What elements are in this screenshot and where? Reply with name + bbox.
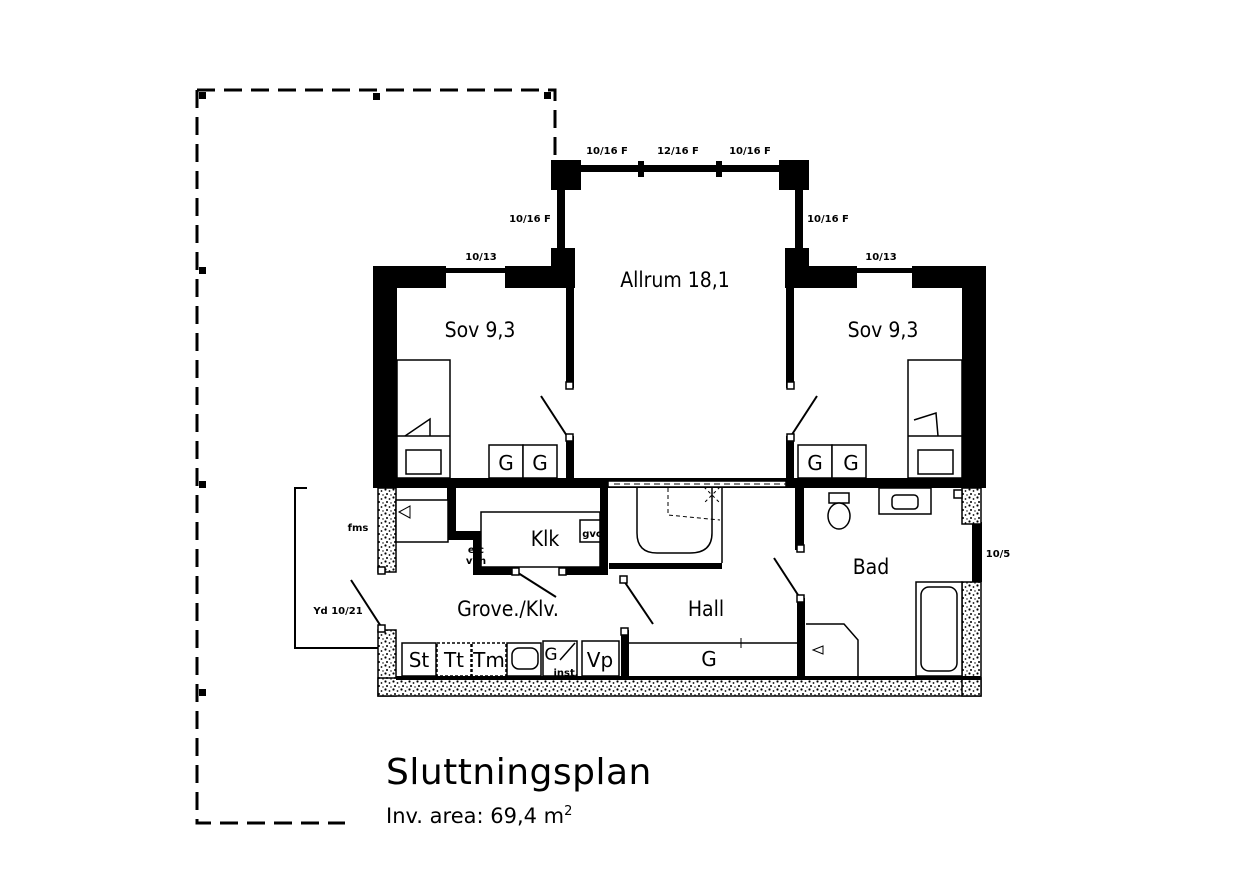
annotation-gvc: gvc — [582, 529, 602, 540]
entrance-frame — [294, 487, 382, 649]
plan-title: Sluttningsplan — [386, 752, 652, 793]
door-swings — [350, 381, 818, 636]
room-label-klk: Klk — [531, 527, 560, 551]
window-label-top-left: 10/16 F — [586, 146, 628, 157]
cabinet-g-4: G — [843, 451, 859, 475]
cabinet-g-1: G — [498, 451, 514, 475]
cabinet-g-2: G — [532, 451, 548, 475]
left-bedroom-furniture — [396, 359, 558, 479]
window-label-side-left: 10/16 F — [509, 214, 551, 225]
annotation-elc: elc — [468, 545, 484, 556]
annotation-inst: inst. — [553, 668, 578, 679]
window-label-sov-left: 10/13 — [465, 252, 497, 263]
plan-area-text: Inv. area: 69,4 m — [386, 804, 565, 828]
window-label-sov-right: 10/13 — [865, 252, 897, 263]
cabinet-tt: Tt — [443, 648, 464, 672]
window-label-top-right: 10/16 F — [729, 146, 771, 157]
room-label-grove: Grove./Klv. — [457, 597, 559, 621]
cabinet-g-3: G — [807, 451, 823, 475]
grove-fixtures — [395, 499, 620, 677]
annotation-fms: fms — [348, 523, 369, 534]
cabinet-vp: Vp — [587, 648, 613, 672]
window-label-bad: 10/5 — [986, 549, 1011, 560]
cabinet-st: St — [409, 648, 430, 672]
plan-area: Inv. area: 69,4 m2 — [386, 804, 572, 828]
window-label-side-right: 10/16 F — [807, 214, 849, 225]
room-label-hall: Hall — [688, 597, 724, 621]
room-label-sov-right: Sov 9,3 — [848, 318, 919, 342]
cabinet-tm: Tm — [472, 648, 505, 672]
cabinet-g-hall: G — [701, 647, 717, 671]
room-label-sov-left: Sov 9,3 — [445, 318, 516, 342]
cabinet-g-inst: G — [544, 645, 557, 665]
plan-area-unit: 2 — [564, 804, 573, 819]
window-label-top-center: 12/16 F — [657, 146, 699, 157]
stairs — [607, 480, 797, 648]
room-label-bad: Bad — [853, 555, 890, 579]
annotation-vvh: vvh — [466, 556, 486, 567]
bathroom-fixtures — [806, 487, 963, 677]
room-label-allrum: Allrum 18,1 — [620, 268, 730, 292]
right-bedroom-furniture — [797, 359, 963, 479]
door-label: Yd 10/21 — [312, 606, 362, 617]
dashed-outline — [195, 88, 557, 825]
